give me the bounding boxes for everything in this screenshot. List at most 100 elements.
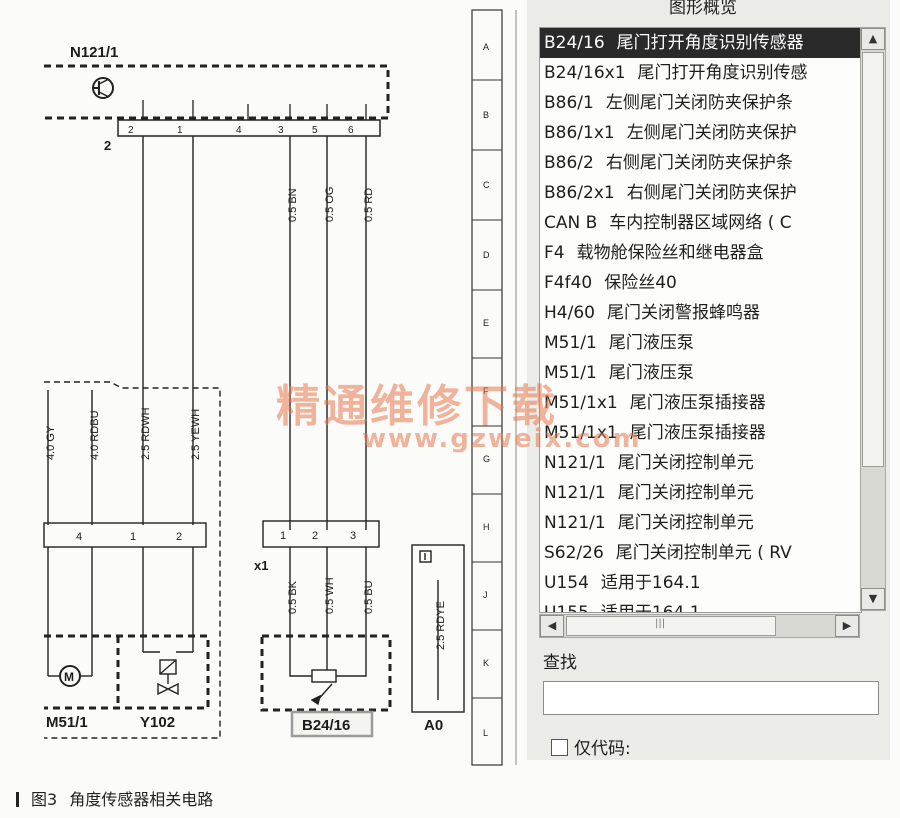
watermark-url: www.gzweix.com (362, 424, 642, 454)
valve-symbol (142, 636, 194, 696)
scroll-thumb-horizontal[interactable]: ||| (566, 616, 776, 636)
wire-label: 0.5 RD (363, 188, 375, 222)
list-item[interactable]: M51/1 尾门液压泵 (540, 358, 861, 388)
list-item[interactable]: H4/60 尾门关闭警报蜂鸣器 (540, 298, 861, 328)
list-item-desc: 载物舱保险丝和继电器盒 (576, 243, 764, 263)
list-item-desc: 尾门液压泵 (608, 363, 694, 383)
watermark-text: 精通维修下载 (276, 381, 558, 432)
list-item-desc: 左侧尾门关闭防夹保护 (626, 123, 797, 143)
list-item[interactable]: N121/1 尾门关闭控制单元 (540, 508, 861, 538)
grid-letter: G (483, 454, 490, 464)
list-item-code: N121/1 (544, 513, 606, 533)
a0-outline (411, 544, 465, 713)
list-item[interactable]: M51/1x1 尾门液压泵插接器 (540, 388, 861, 418)
list-item-code: M51/1 (544, 333, 597, 353)
list-item-code: N121/1 (544, 453, 606, 473)
x1-pin: 3 (350, 530, 356, 542)
list-item-desc: 适用于164.1 (600, 573, 701, 593)
list-item-code: M51/1x1 (544, 393, 618, 413)
left-region-outline (44, 381, 221, 739)
left-connector (43, 522, 207, 548)
list-item-desc: 保险丝40 (604, 273, 677, 293)
list-item-code: B24/16x1 (544, 63, 626, 83)
ground-icon (419, 550, 432, 563)
grid-letter: A (483, 42, 489, 52)
wire-label: 2.5 YEWH (190, 409, 202, 460)
code-only-checkbox[interactable]: 仅代码: (551, 734, 631, 759)
b24-label: B24/16 (302, 717, 350, 734)
figure-title: 角度传感器相关电路 (69, 790, 214, 809)
grid-letter: F (483, 386, 489, 396)
wire-label: 2.5 RDYE (435, 601, 447, 650)
n121-pin: 1 (177, 125, 183, 136)
motor-symbol: M (47, 636, 93, 687)
vertical-scrollbar[interactable]: ▲ ▼ (860, 27, 886, 611)
power-wires (142, 136, 194, 525)
find-label: 查找 (543, 653, 577, 673)
list-item-code: B86/2 (544, 153, 594, 173)
panel-header: 图形概览 (669, 0, 737, 18)
b24-label-box (290, 710, 374, 738)
list-item-code: B86/1 (544, 93, 594, 113)
x1-pin: 2 (312, 530, 318, 542)
list-item-desc: 左侧尾门关闭防夹保护条 (605, 93, 793, 113)
list-item-desc: 尾门打开角度识别传感 (637, 63, 808, 83)
wiring-schematic: N121/1 2 2 1 4 3 5 6 0.5 BN 0.5 OG 0.5 R… (43, 9, 517, 766)
n121-pin-stubs (142, 100, 367, 120)
list-item[interactable]: M51/1 尾门液压泵 (540, 328, 861, 358)
n121-title: N121/1 (70, 44, 118, 61)
scroll-down-button[interactable]: ▼ (861, 588, 885, 610)
svg-text:M: M (64, 670, 74, 684)
find-input[interactable] (543, 681, 879, 715)
n121-pin: 2 (128, 125, 134, 136)
list-item-desc: 尾门液压泵插接器 (629, 393, 766, 413)
a0-label: A0 (424, 717, 443, 734)
x1-pin: 1 (280, 530, 286, 542)
left-pin: 4 (76, 531, 82, 543)
list-item-desc: 尾门液压泵插接器 (629, 423, 766, 443)
wire-label: 0.5 OG (324, 187, 336, 222)
scroll-right-button[interactable]: ▶ (835, 615, 859, 637)
list-item-desc: 右侧尾门关闭防夹保护 (626, 183, 797, 203)
list-item-code: M51/1 (544, 363, 597, 383)
list-item[interactable]: N121/1 尾门关闭控制单元 (540, 448, 861, 478)
list-item-desc: 尾门关闭控制单元 ( RV (615, 543, 792, 563)
scroll-up-button[interactable]: ▲ (861, 28, 885, 50)
grid-letter: E (483, 318, 489, 328)
checkbox-box[interactable] (551, 739, 568, 756)
list-item[interactable]: B86/1 左侧尾门关闭防夹保护条 (540, 88, 861, 118)
list-item[interactable]: B24/16x1 尾门打开角度识别传感 (540, 58, 861, 88)
x1-label: x1 (254, 558, 268, 573)
list-item-desc: 尾门关闭警报蜂鸣器 (606, 303, 760, 323)
grid-letter: B (483, 110, 489, 120)
grid-letter: H (483, 522, 490, 532)
scroll-thumb[interactable] (862, 52, 884, 467)
list-item-desc: 尾门液压泵 (608, 333, 694, 353)
list-item-code: N121/1 (544, 483, 606, 503)
list-item-desc: 尾门关闭控制单元 (617, 513, 754, 533)
horizontal-scrollbar[interactable]: ◀ ||| ▶ (539, 614, 860, 638)
list-item-code: CAN B (544, 213, 598, 233)
list-item-desc: 适用于164.1 (600, 603, 701, 613)
list-item-desc: 尾门关闭控制单元 (617, 453, 754, 473)
left-pin: 2 (176, 531, 182, 543)
code-only-label: 仅代码: (574, 739, 631, 759)
n121-pin: 6 (348, 125, 354, 136)
scroll-left-button[interactable]: ◀ (540, 615, 564, 637)
list-item-desc: 尾门打开角度识别传感器 (616, 33, 804, 53)
list-item-code: H4/60 (544, 303, 595, 323)
wire-label: 0.5 BU (363, 580, 375, 614)
